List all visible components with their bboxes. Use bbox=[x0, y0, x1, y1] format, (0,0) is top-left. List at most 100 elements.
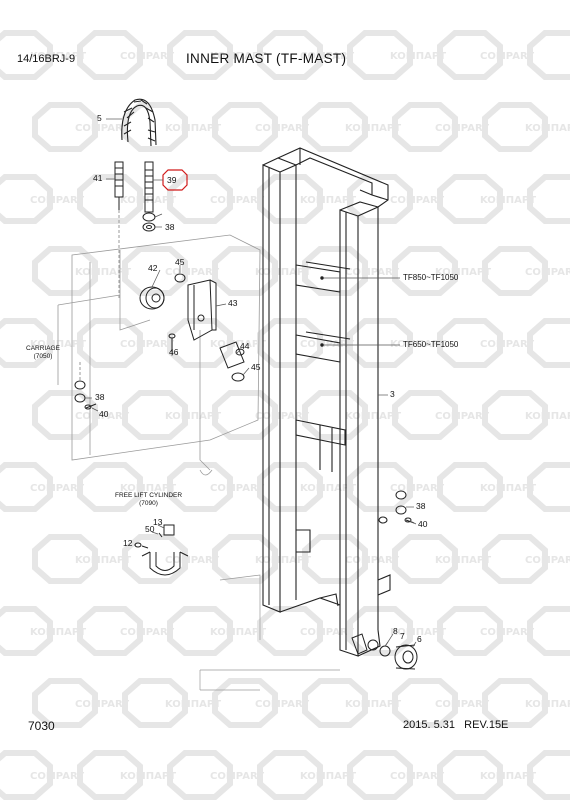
watermark-octagon bbox=[77, 750, 143, 800]
watermark-octagon bbox=[347, 318, 413, 368]
watermark-octagon bbox=[302, 246, 368, 296]
snap-ring-45-upper bbox=[174, 273, 186, 283]
watermark-octagon bbox=[527, 462, 570, 512]
watermark-label: COMPART bbox=[300, 339, 354, 350]
callout-8: 8 bbox=[393, 626, 398, 636]
watermark-label: COMPART bbox=[75, 699, 129, 710]
watermark-octagon bbox=[527, 30, 570, 80]
watermark-octagon bbox=[302, 102, 368, 152]
watermark-octagon bbox=[392, 390, 458, 440]
watermark-octagon bbox=[347, 174, 413, 224]
watermark-label: KOMПАРТ bbox=[480, 771, 536, 782]
watermark-label: COMPART bbox=[120, 51, 174, 62]
watermark-label: COMPART bbox=[435, 123, 489, 134]
watermark-octagon bbox=[347, 462, 413, 512]
watermark-octagon bbox=[302, 534, 368, 584]
callout-38-upper: 38 bbox=[165, 222, 175, 232]
carriage-phantom bbox=[57, 234, 261, 476]
watermark-octagon bbox=[392, 102, 458, 152]
watermark-label: KOMПАРТ bbox=[30, 51, 86, 62]
watermark-octagon bbox=[167, 30, 233, 80]
watermark-label: COMPART bbox=[255, 411, 309, 422]
bolt-46 bbox=[168, 333, 176, 352]
watermark-label: KOMПАРТ bbox=[120, 771, 176, 782]
watermark-octagon bbox=[437, 174, 503, 224]
free-lift-cylinder-note: FREE LIFT CYLINDER (7090) bbox=[115, 492, 183, 507]
roller-bearing-6 bbox=[394, 644, 418, 670]
watermark-octagon bbox=[77, 462, 143, 512]
watermark-octagon bbox=[32, 534, 98, 584]
watermark-octagon bbox=[77, 174, 143, 224]
watermark-label: KOMПАРТ bbox=[525, 411, 570, 422]
nuts-38-right bbox=[395, 490, 407, 515]
sheave-bracket-43 bbox=[187, 279, 217, 341]
watermark-octagon bbox=[482, 102, 548, 152]
callout-13: 13 bbox=[153, 517, 163, 527]
page-code: 7030 bbox=[28, 719, 55, 733]
watermark-octagon bbox=[347, 750, 413, 800]
watermark-octagon bbox=[527, 750, 570, 800]
shim-7 bbox=[379, 645, 391, 657]
nuts-38-upper bbox=[142, 212, 156, 232]
watermark-octagon bbox=[482, 534, 548, 584]
watermark-octagon bbox=[347, 30, 413, 80]
watermark-octagon bbox=[212, 390, 278, 440]
callout-42: 42 bbox=[148, 263, 158, 273]
callout-44: 44 bbox=[240, 341, 250, 351]
watermark-label: KOMПАРТ bbox=[435, 267, 491, 278]
cylinder-bracket bbox=[134, 524, 189, 576]
watermark-label: KOMПАРТ bbox=[525, 123, 570, 134]
watermark-octagon bbox=[527, 174, 570, 224]
watermark-label: COMPART bbox=[390, 771, 444, 782]
watermark-octagon bbox=[302, 390, 368, 440]
watermark-label: KOMПАРТ bbox=[480, 483, 536, 494]
watermark-label: COMPART bbox=[30, 195, 84, 206]
watermark-octagon bbox=[0, 462, 53, 512]
watermark-label: KOMПАРТ bbox=[390, 51, 446, 62]
watermark-label: COMPART bbox=[75, 123, 129, 134]
watermark-label: KOMПАРТ bbox=[300, 483, 356, 494]
watermark-label: COMPART bbox=[390, 195, 444, 206]
watermark-label: COMPART bbox=[435, 411, 489, 422]
watermark-label: COMPART bbox=[255, 699, 309, 710]
tf850-range-note: TF850~TF1050 bbox=[403, 273, 459, 282]
watermark-octagon bbox=[212, 246, 278, 296]
callout-5: 5 bbox=[97, 113, 102, 123]
watermark-label: COMPART bbox=[165, 555, 219, 566]
watermark-label: KOMПАРТ bbox=[300, 195, 356, 206]
watermark-label: COMPART bbox=[345, 267, 399, 278]
watermark-label: COMPART bbox=[30, 483, 84, 494]
watermark-octagon bbox=[482, 390, 548, 440]
watermark-label: KOMПАРТ bbox=[345, 123, 401, 134]
watermark-octagon bbox=[32, 678, 98, 728]
tf650-range-note: TF650~TF1050 bbox=[403, 340, 459, 349]
callout-3: 3 bbox=[390, 389, 395, 399]
watermark-octagon bbox=[392, 534, 458, 584]
callout-50: 50 bbox=[145, 524, 155, 534]
watermark-octagon bbox=[77, 606, 143, 656]
watermark-label: KOMПАРТ bbox=[120, 483, 176, 494]
snap-ring-45-lower bbox=[231, 372, 245, 382]
watermark-octagon bbox=[167, 462, 233, 512]
watermark-octagon bbox=[122, 246, 188, 296]
model-code: 14/16BRJ-9 bbox=[17, 53, 76, 65]
watermark-label: KOMПАРТ bbox=[165, 123, 221, 134]
watermark-octagon bbox=[122, 102, 188, 152]
watermark-label: KOMПАРТ bbox=[75, 555, 131, 566]
inner-mast bbox=[262, 147, 391, 657]
watermark-octagon bbox=[167, 606, 233, 656]
chain-sheave-42 bbox=[139, 286, 165, 310]
watermark-octagon bbox=[77, 30, 143, 80]
watermark-label: KOMПАРТ bbox=[345, 411, 401, 422]
watermark-label: KOMПАРТ bbox=[345, 699, 401, 710]
watermark-octagon bbox=[257, 174, 323, 224]
sheave-shaft-44 bbox=[219, 341, 245, 369]
watermark-label: KOMПАРТ bbox=[255, 267, 311, 278]
watermark-octagon bbox=[122, 390, 188, 440]
watermark-label: COMPART bbox=[480, 339, 534, 350]
watermark-label: KOMПАРТ bbox=[255, 555, 311, 566]
watermark-octagon bbox=[0, 174, 53, 224]
watermark-label: COMPART bbox=[120, 627, 174, 638]
callout-39-highlight bbox=[162, 169, 188, 191]
